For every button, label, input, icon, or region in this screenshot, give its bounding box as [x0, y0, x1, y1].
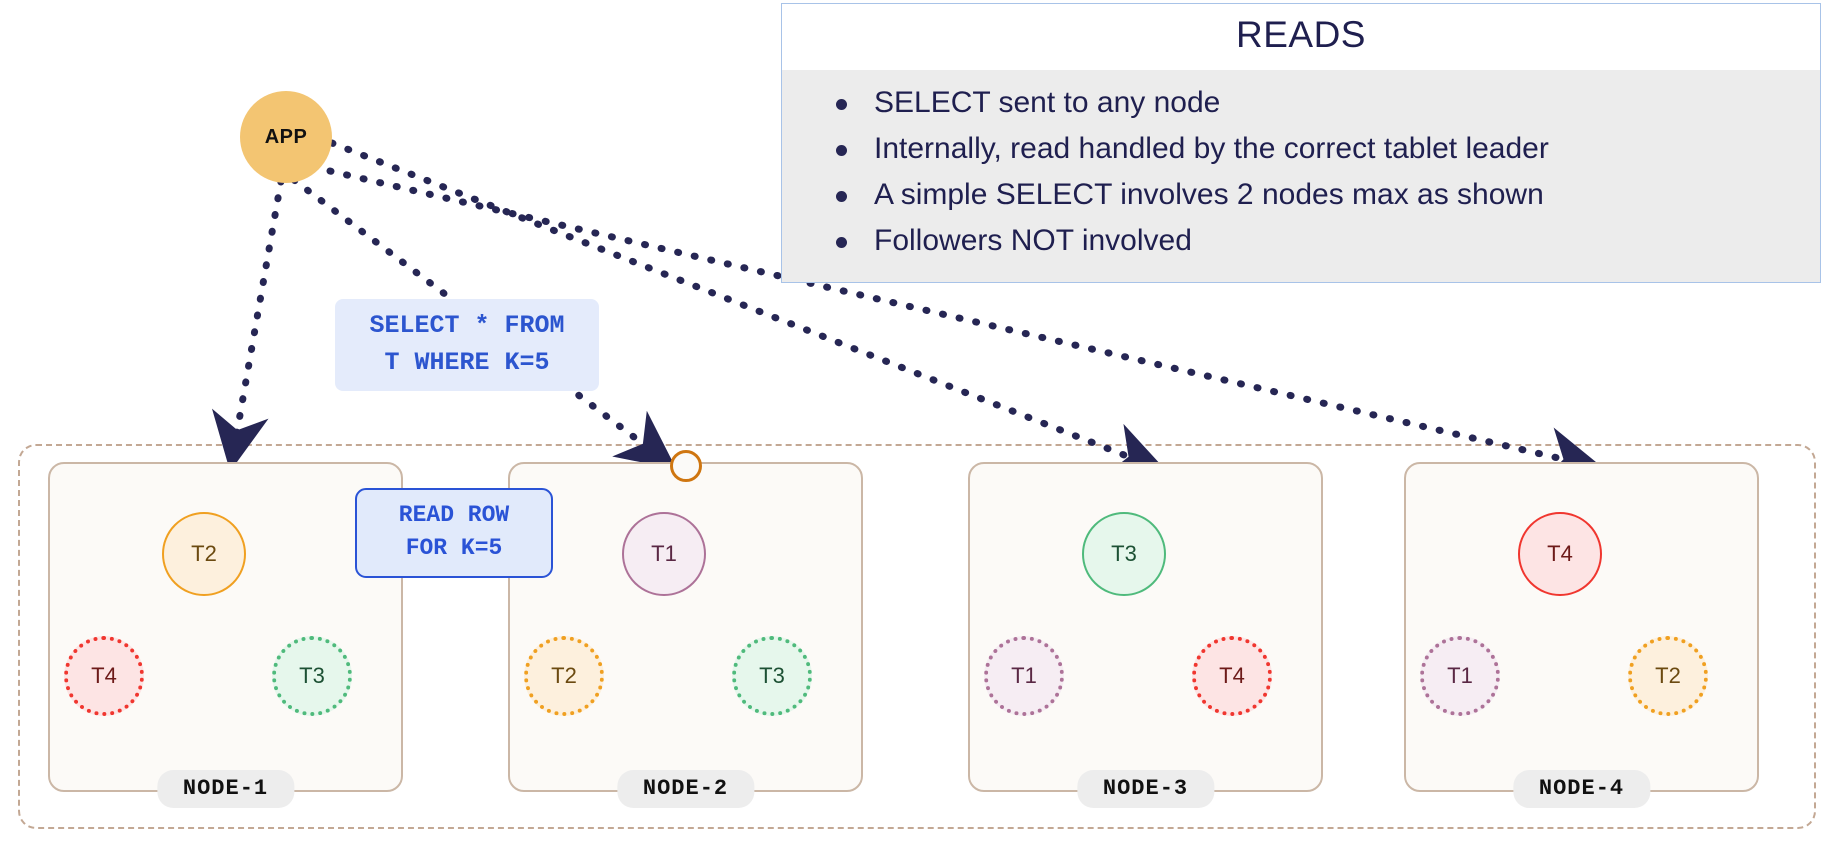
node-box-node-4[interactable]: T4 T1 T2 NODE-4: [1404, 462, 1759, 808]
request-entry-point-circle: [670, 450, 702, 482]
tablet-label: T3: [759, 663, 785, 688]
edge-app-to-node1: [211, 177, 285, 472]
reads-panel-body: SELECT sent to any node Internally, read…: [782, 70, 1820, 282]
tablet-follower-node-2-right[interactable]: T3: [732, 636, 812, 716]
tablet-leader-node-3[interactable]: T3: [1082, 512, 1166, 596]
tablet-label: T3: [1111, 541, 1137, 566]
read-row-line-1: READ ROW: [398, 502, 510, 528]
reads-bullet-item: Followers NOT involved: [828, 218, 1820, 264]
node-name-badge-node-2: NODE-2: [616, 770, 755, 808]
tablet-follower-node-4-left[interactable]: T1: [1420, 636, 1500, 716]
reads-bullet-item: SELECT sent to any node: [828, 80, 1820, 126]
tablet-follower-node-1-right[interactable]: T3: [272, 636, 352, 716]
node-box-node-1[interactable]: T2 T4 T3 NODE-1: [48, 462, 403, 808]
tablet-label: T2: [191, 541, 217, 566]
sql-line-2: T WHERE K=5: [384, 348, 550, 377]
tablet-leader-node-4[interactable]: T4: [1518, 512, 1602, 596]
reads-bullet-list: SELECT sent to any node Internally, read…: [782, 80, 1820, 264]
tablet-label: T2: [1655, 663, 1681, 688]
tablet-follower-node-4-right[interactable]: T2: [1628, 636, 1708, 716]
tablet-follower-node-2-left[interactable]: T2: [524, 636, 604, 716]
reads-bullet-item: A simple SELECT involves 2 nodes max as …: [828, 172, 1820, 218]
node-name-badge-node-1: NODE-1: [156, 770, 295, 808]
tablet-label: T2: [551, 663, 577, 688]
tablet-leader-node-2[interactable]: T1: [622, 512, 706, 596]
tablet-label: T3: [299, 663, 325, 688]
tablet-follower-node-1-left[interactable]: T4: [64, 636, 144, 716]
tablet-label: T4: [1547, 541, 1573, 566]
read-row-callout: READ ROW FOR K=5: [355, 488, 553, 578]
tablet-label: T1: [1011, 663, 1037, 688]
node-box-node-2[interactable]: T1 T2 T3 NODE-2: [508, 462, 863, 808]
tablet-label: T4: [1219, 663, 1245, 688]
tablet-follower-node-3-left[interactable]: T1: [984, 636, 1064, 716]
reads-panel-title: READS: [1236, 14, 1366, 55]
tablet-label: T1: [1447, 663, 1473, 688]
node-name-badge-node-3: NODE-3: [1076, 770, 1215, 808]
reads-bullet-item: Internally, read handled by the correct …: [828, 126, 1820, 172]
sql-line-1: SELECT * FROM: [369, 311, 565, 340]
tablet-leader-node-1[interactable]: T2: [162, 512, 246, 596]
tablet-label: T4: [91, 663, 117, 688]
node-name-badge-node-4: NODE-4: [1512, 770, 1651, 808]
read-row-line-2: FOR K=5: [405, 535, 503, 561]
app-label: APP: [264, 125, 308, 148]
sql-statement-callout: SELECT * FROM T WHERE K=5: [335, 299, 599, 391]
tablet-follower-node-3-right[interactable]: T4: [1192, 636, 1272, 716]
reads-info-panel: READS SELECT sent to any node Internally…: [781, 3, 1821, 283]
node-box-node-3[interactable]: T3 T1 T4 NODE-3: [968, 462, 1323, 808]
app-client-node[interactable]: APP: [240, 91, 332, 183]
tablet-label: T1: [651, 541, 677, 566]
